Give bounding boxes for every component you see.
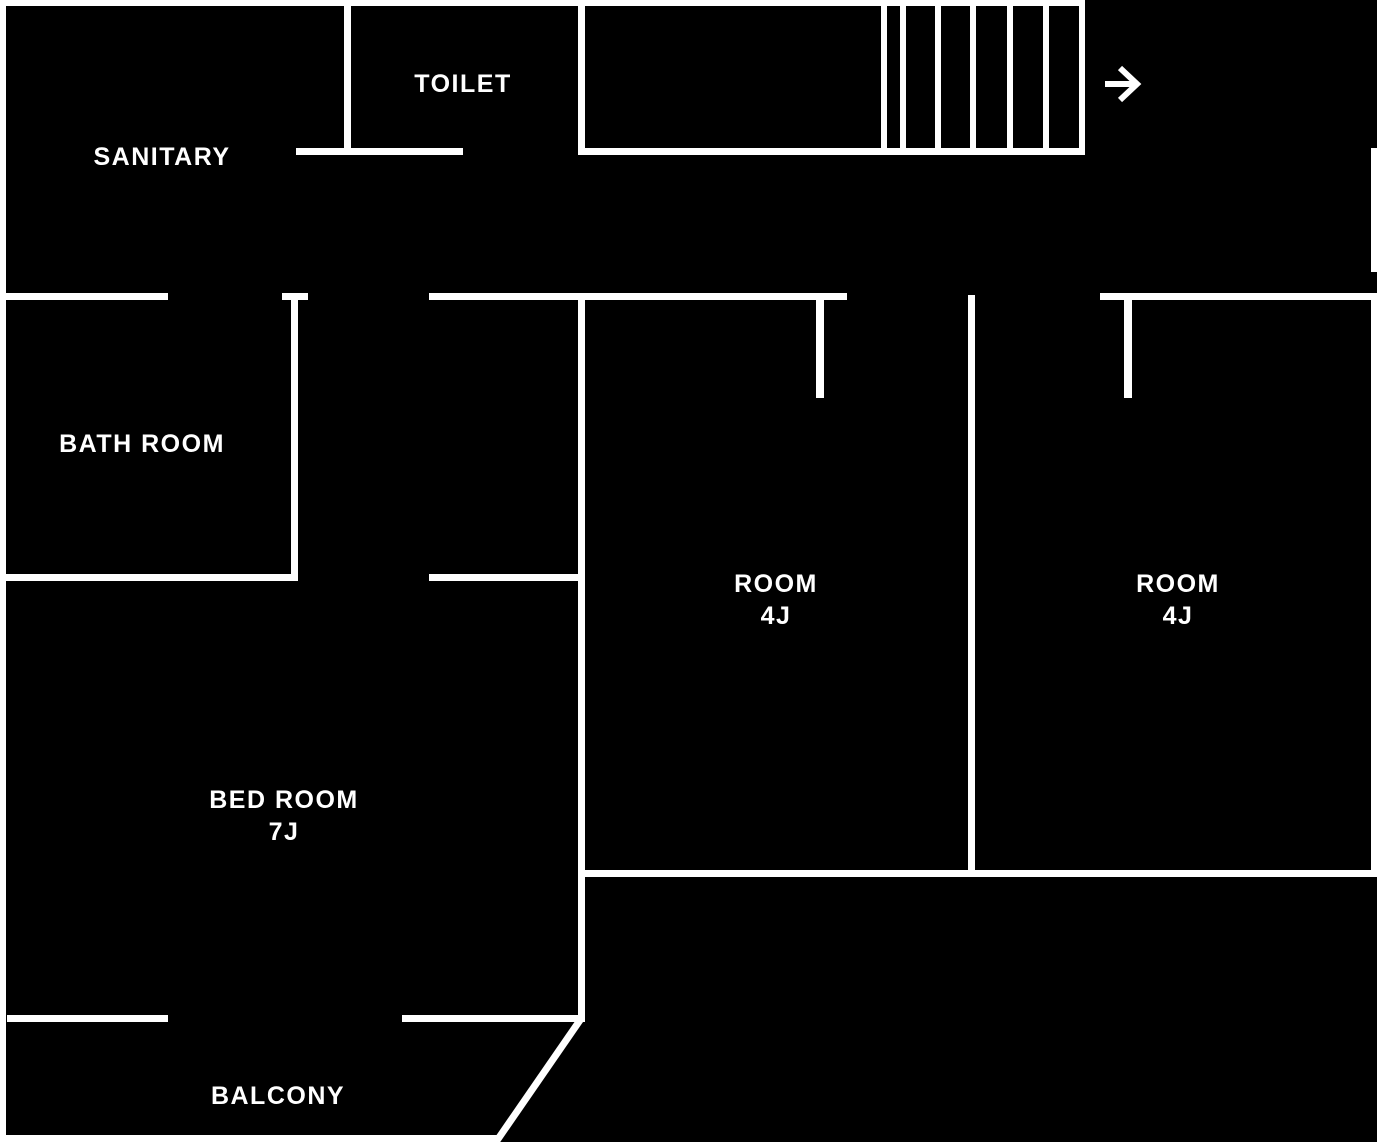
wall-sanitary-bottom — [296, 148, 463, 155]
stair-step — [935, 5, 941, 148]
wall-top-border — [0, 0, 1085, 6]
wall-toilet-right — [578, 0, 585, 155]
wall-corridor-c — [429, 293, 578, 300]
wall-corridor-e — [1100, 293, 1377, 300]
room-size: 4J — [760, 602, 792, 630]
room-name: BED ROOM — [209, 786, 359, 814]
stair-step — [881, 5, 887, 148]
wall-room-right-door-jamb — [1124, 300, 1132, 398]
wall-corridor-a — [6, 293, 168, 300]
label-room-left: ROOM 4J — [734, 568, 818, 632]
wall-bedroom-upper-right — [429, 574, 585, 581]
wall-corridor-d — [585, 293, 847, 300]
room-name: SANITARY — [93, 143, 231, 171]
room-size: 4J — [1162, 602, 1194, 630]
wall-bathroom-bottom — [6, 574, 298, 581]
wall-bottom-border — [0, 1135, 497, 1142]
wall-left-border — [0, 0, 6, 1142]
wall-bedroom-right — [578, 293, 585, 1022]
room-name: ROOM — [734, 570, 818, 598]
room-size: 7J — [268, 818, 300, 846]
wall-rooms-divider — [968, 295, 975, 877]
wall-bathroom-right — [291, 293, 298, 580]
stair-step — [970, 5, 976, 148]
wall-sanitary-toilet-divider — [344, 0, 351, 148]
room-name: BALCONY — [210, 1082, 346, 1110]
label-toilet: TOILET — [414, 68, 511, 100]
room-name: ROOM — [1136, 570, 1220, 598]
entrance-arrow-icon — [1105, 65, 1142, 103]
stair-step — [900, 5, 906, 148]
balcony-diagonal-wall — [493, 1016, 585, 1142]
label-room-right: ROOM 4J — [1136, 568, 1220, 632]
stair-step — [1079, 5, 1085, 148]
wall-balcony-left — [7, 1015, 168, 1022]
label-balcony: BALCONY — [211, 1080, 345, 1112]
wall-stairs-bottom — [585, 148, 1085, 155]
stair-step — [1007, 5, 1013, 148]
wall-room-left-door-jamb — [816, 300, 824, 398]
stair-step — [1043, 5, 1049, 148]
wall-right-border-lower — [1371, 293, 1377, 877]
wall-balcony-right — [402, 1015, 580, 1022]
label-bed-room: BED ROOM 7J — [209, 784, 359, 848]
room-name: TOILET — [414, 70, 512, 98]
label-bath-room: BATH ROOM — [59, 428, 225, 460]
room-name: BATH ROOM — [59, 430, 225, 458]
wall-rooms-bottom — [578, 870, 1377, 877]
wall-right-border-upper — [1371, 148, 1377, 272]
label-sanitary: SANITARY — [94, 141, 231, 173]
